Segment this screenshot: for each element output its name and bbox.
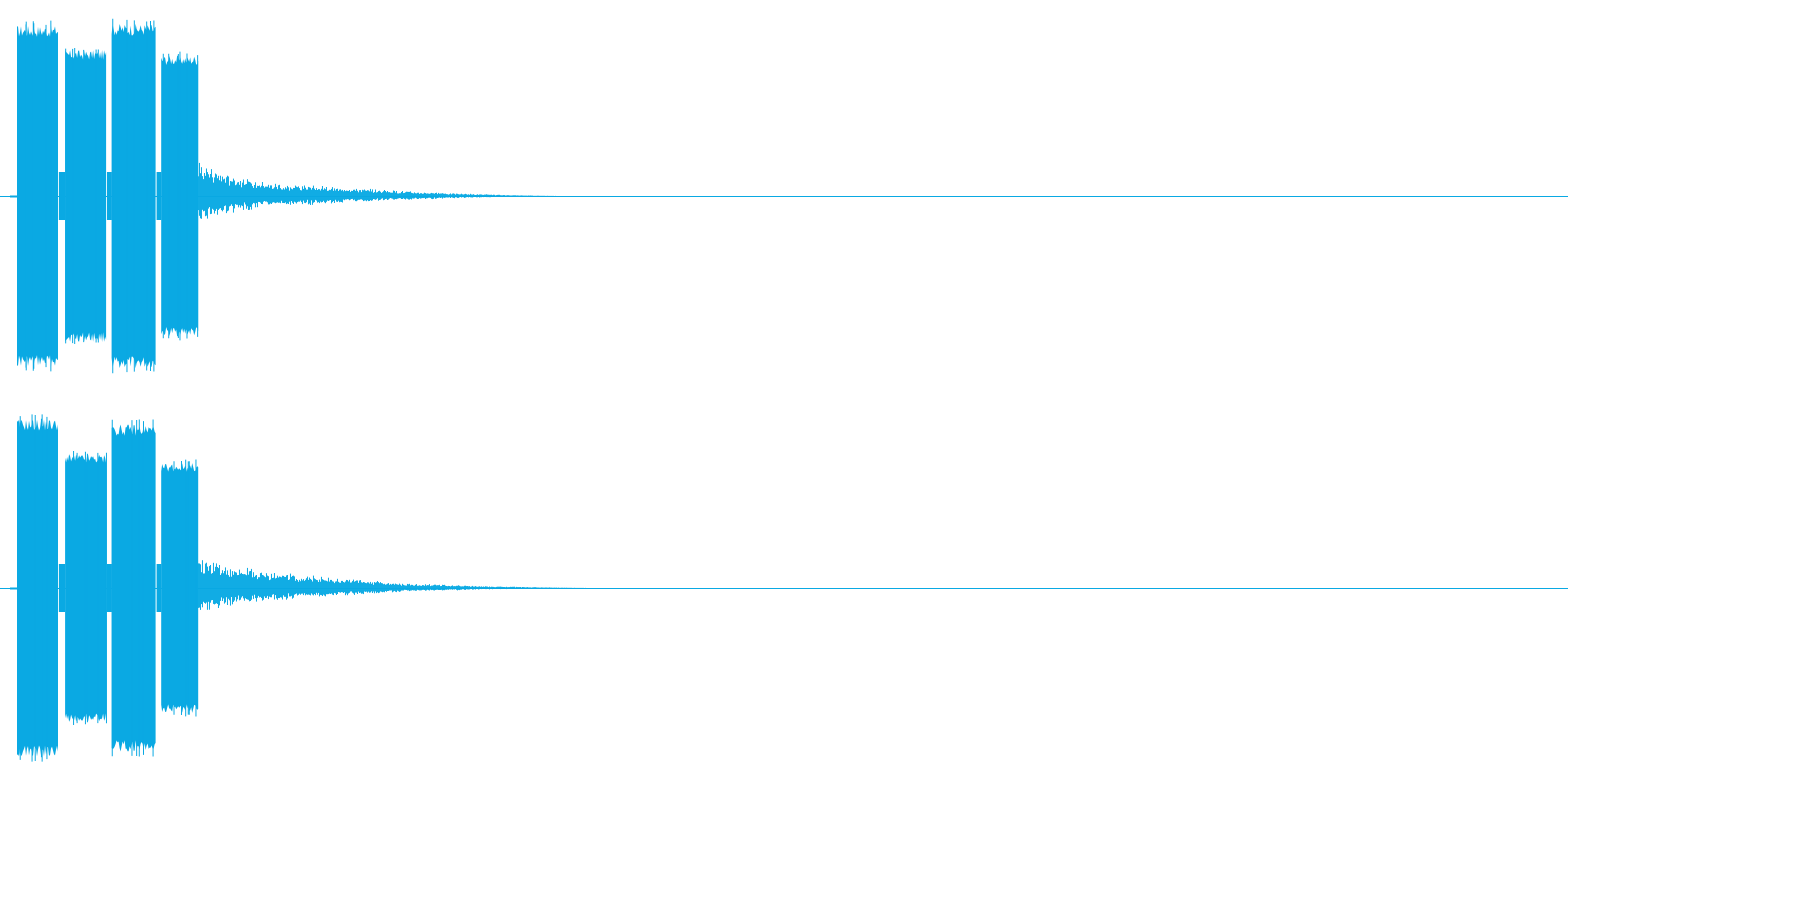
channel-right-waveform[interactable] (0, 392, 1568, 784)
waveform-right-svg (0, 414, 1568, 762)
channel-left-waveform[interactable] (0, 0, 1568, 392)
waveform-left-svg (0, 18, 1568, 374)
waveform-burst-1 (17, 419, 58, 757)
waveform-burst-1 (17, 25, 58, 367)
waveform-gap (106, 564, 112, 612)
waveform-gap (156, 172, 162, 220)
waveform-gap (106, 172, 112, 220)
waveform-gap (58, 564, 66, 612)
waveform-gap (58, 172, 66, 220)
waveform-burst-4 (161, 463, 199, 713)
waveform-burst-3 (111, 424, 156, 752)
waveform-gap (156, 564, 162, 612)
waveform-burst-2 (65, 50, 107, 342)
waveform-burst-3 (111, 23, 156, 369)
waveform-view[interactable] (0, 0, 1568, 784)
